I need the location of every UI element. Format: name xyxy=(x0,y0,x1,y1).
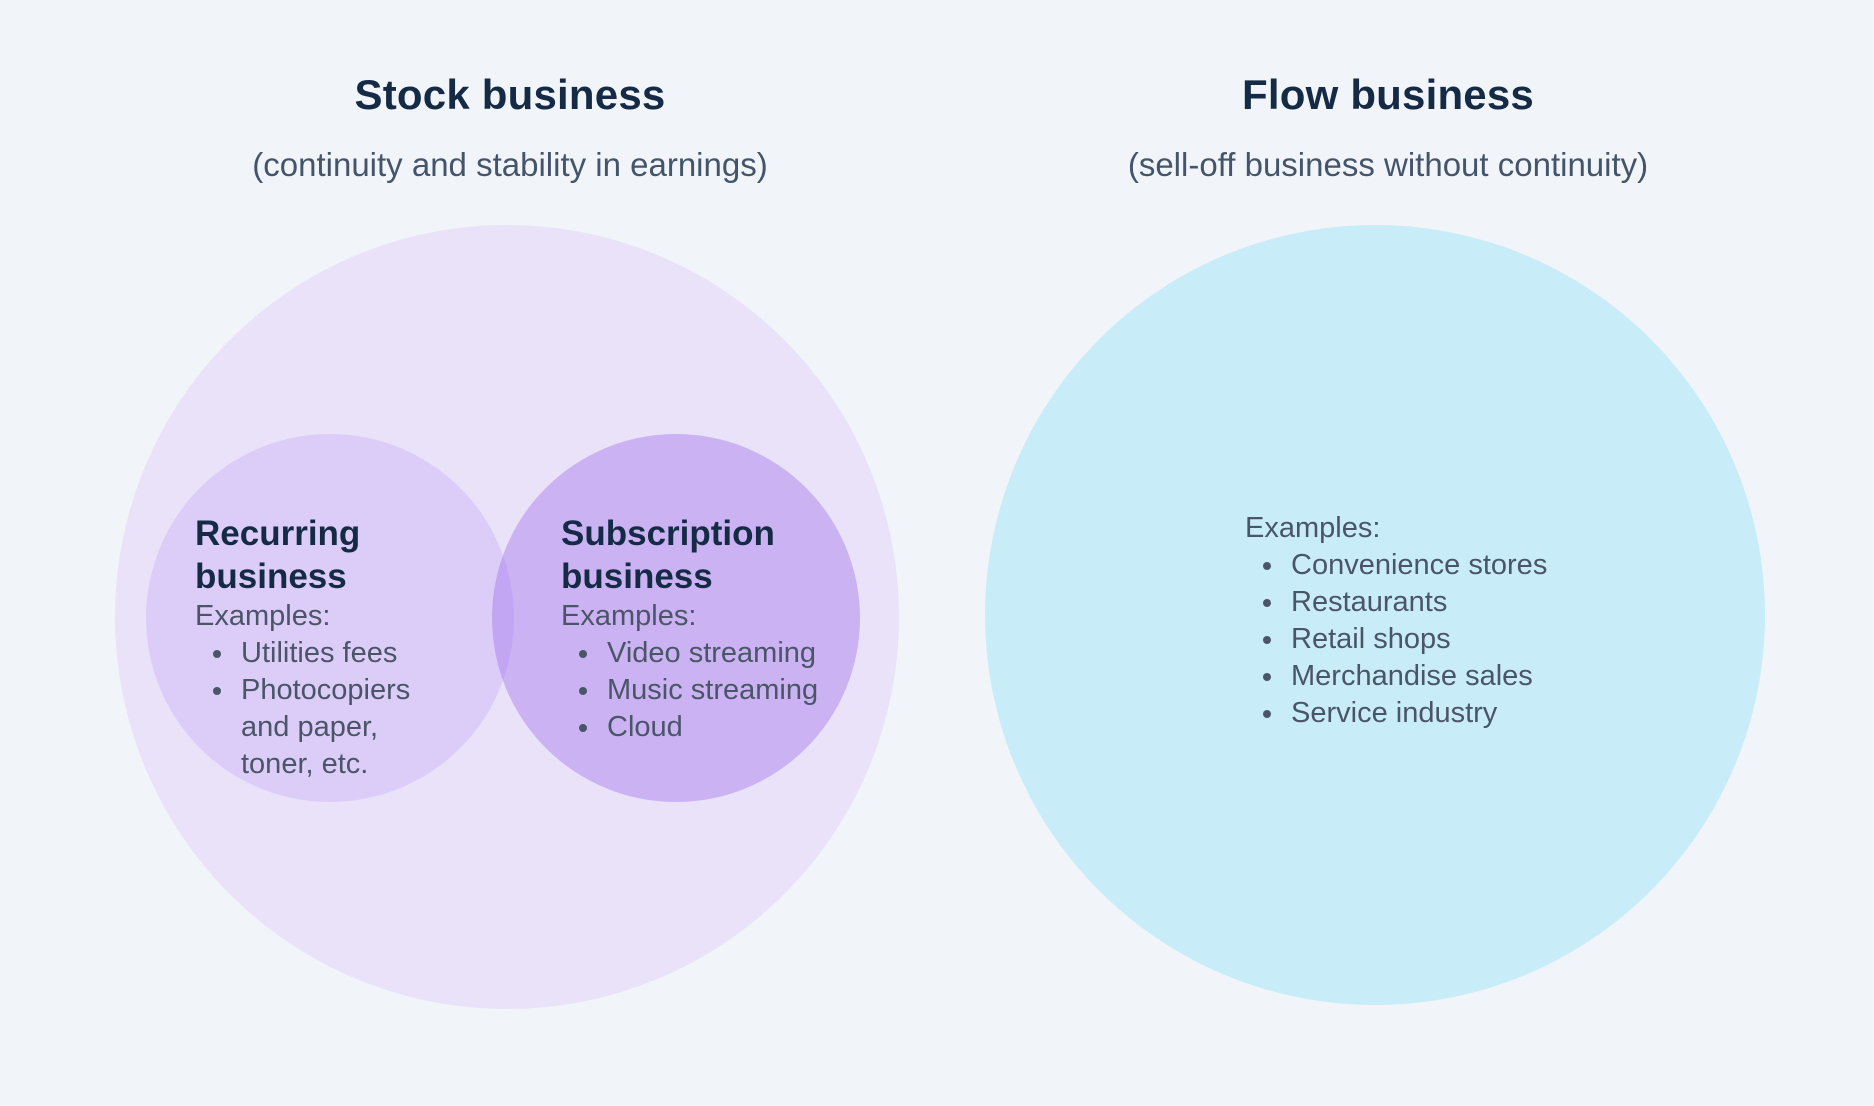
list-item-label: Utilities fees xyxy=(241,637,398,669)
list-item-label: Music streaming xyxy=(607,674,819,706)
stock-business-title: Stock business xyxy=(354,71,666,118)
subscription-business-content: Subscription business Examples: Video st… xyxy=(561,512,871,746)
list-item-label: Convenience stores xyxy=(1291,549,1548,581)
subscription-examples-list: Video streaming Music streaming Cloud xyxy=(561,635,871,746)
list-item: Utilities fees xyxy=(195,635,457,672)
list-item: Music streaming xyxy=(561,672,871,709)
list-item-label: Merchandise sales xyxy=(1291,660,1533,692)
list-item: Video streaming xyxy=(561,635,871,672)
bullet-dot xyxy=(1263,562,1271,570)
flow-examples-list: Convenience stores Restaurants Retail sh… xyxy=(1245,547,1675,732)
bullet-dot xyxy=(213,687,221,695)
flow-business-circle xyxy=(985,225,1765,1005)
bullet-dot xyxy=(1263,673,1271,681)
bullet-dot xyxy=(1263,599,1271,607)
recurring-examples-label: Examples: xyxy=(195,600,331,632)
list-item-label: Retail shops xyxy=(1291,623,1451,655)
list-item-label: Service industry xyxy=(1291,697,1498,729)
flow-business-title: Flow business xyxy=(1242,71,1534,118)
recurring-business-circle xyxy=(146,434,514,802)
bullet-dot xyxy=(579,687,587,695)
list-item-label: Cloud xyxy=(607,711,683,743)
list-item: Merchandise sales xyxy=(1245,658,1675,695)
recurring-business-content: Recurring business Examples: Utilities f… xyxy=(195,512,457,783)
list-item-label: Photocopiers and paper, toner, etc. xyxy=(241,674,411,780)
subscription-business-heading: Subscription business xyxy=(561,514,775,596)
bullet-dot xyxy=(213,650,221,658)
bullet-dot xyxy=(579,724,587,732)
flow-business-content: Examples: Convenience stores Restaurants… xyxy=(1245,510,1675,732)
list-item: Photocopiers and paper, toner, etc. xyxy=(195,672,457,783)
flow-business-subtitle: (sell-off business without continuity) xyxy=(1127,146,1649,183)
bullet-dot xyxy=(579,650,587,658)
bullet-dot xyxy=(1263,710,1271,718)
list-item-label: Video streaming xyxy=(607,637,817,669)
flow-examples-label: Examples: xyxy=(1245,512,1381,544)
list-item: Retail shops xyxy=(1245,621,1675,658)
recurring-business-heading: Recurring business xyxy=(195,514,361,596)
recurring-examples-list: Utilities fees Photocopiers and paper, t… xyxy=(195,635,457,783)
list-item: Cloud xyxy=(561,709,871,746)
list-item-label: Restaurants xyxy=(1291,586,1448,618)
subscription-business-circle xyxy=(492,434,860,802)
list-item: Service industry xyxy=(1245,695,1675,732)
subscription-examples-label: Examples: xyxy=(561,600,697,632)
bullet-dot xyxy=(1263,636,1271,644)
list-item: Convenience stores xyxy=(1245,547,1675,584)
list-item: Restaurants xyxy=(1245,584,1675,621)
stock-business-subtitle: (continuity and stability in earnings) xyxy=(252,146,768,183)
